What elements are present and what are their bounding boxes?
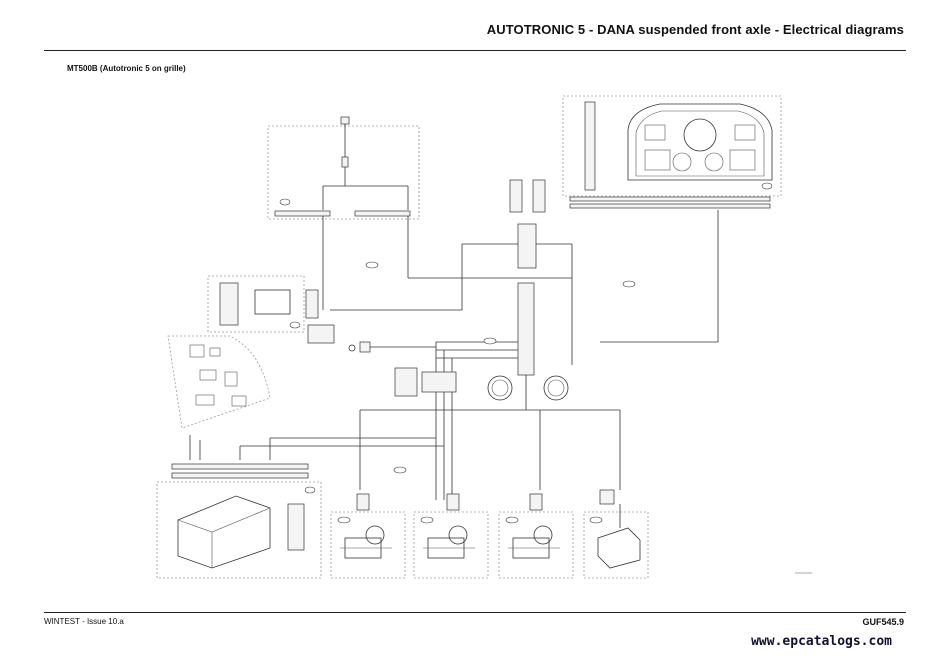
solenoid-3 — [498, 493, 574, 579]
header-rule — [44, 50, 906, 51]
sensor-mid-left — [348, 341, 457, 397]
central-connector-block — [487, 282, 569, 410]
top-left-module-frame — [267, 116, 420, 220]
left-circuit-board — [167, 335, 271, 429]
solenoid-2 — [413, 493, 489, 579]
instrument-cluster — [562, 95, 782, 209]
watermark-link[interactable]: www.epcatalogs.com — [751, 634, 892, 649]
solenoid-1 — [330, 493, 406, 579]
ecu-unit — [156, 463, 322, 579]
ecu-bus-wires — [189, 409, 621, 490]
diagram-subtitle: MT500B (Autotronic 5 on grille) — [67, 64, 186, 73]
switch-module — [207, 275, 335, 344]
footer-issue: WINTEST - Issue 10.a — [44, 617, 124, 626]
page-title: AUTOTRONIC 5 - DANA suspended front axle… — [486, 22, 904, 37]
relay-connectors-top — [462, 179, 572, 269]
pressure-sensor — [583, 489, 649, 579]
footer-page-code: GUF545.9 — [862, 617, 904, 627]
footer-rule — [44, 612, 906, 613]
